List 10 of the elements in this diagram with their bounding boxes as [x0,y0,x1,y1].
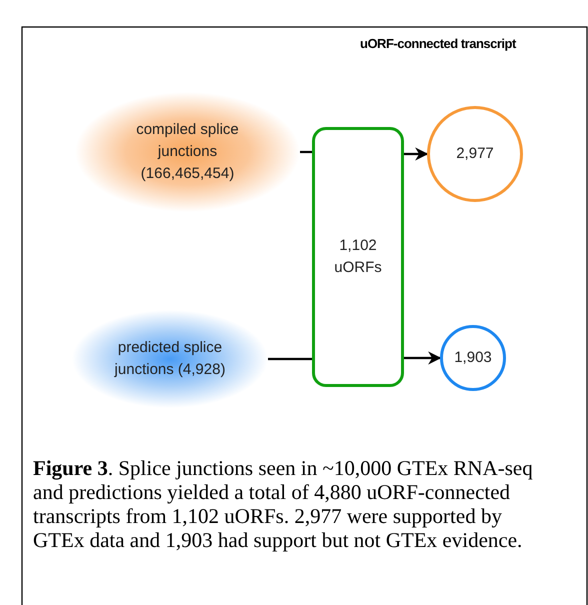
arrow [404,351,442,365]
heading-label: uORF-connected transcript [360,36,516,51]
node-label: compiled splice junctions (166,465,454) [135,120,240,184]
node-label: 1,903 [454,348,492,368]
arrow [404,147,428,161]
figure-caption: Figure 3. Splice junctions seen in ~10,000 GTEx RNA-seq and predictions yielded a total of 4,880 uORF-connected transcripts from 1,102 uORFs. 2,977 were supported by GTEx data and 1,903 had support but not GTEx evidence. [33,456,534,552]
process-box [312,127,404,387]
node-label: predicted splice junctions (4,928) [113,338,226,380]
node-label: 1,102 uORFs [333,236,383,278]
node-label: 2,977 [456,144,494,164]
